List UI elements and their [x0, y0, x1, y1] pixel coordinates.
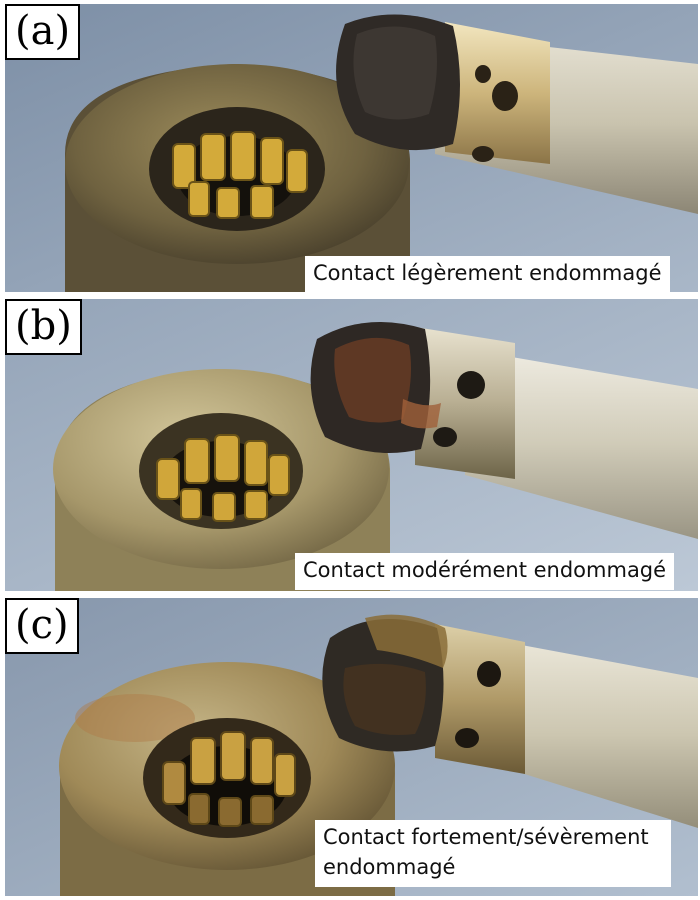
- panel-label-c: (c): [5, 598, 79, 654]
- connector-photo-a: [5, 4, 698, 292]
- panel-label-a: (a): [5, 4, 81, 60]
- panel-caption-b: Contact modérément endommagé: [295, 553, 675, 590]
- panel-caption-c: Contact fortement/sévèrement endommagé: [315, 820, 671, 887]
- photo-panel-a: (a) Contact légèrement endommagé: [5, 4, 698, 292]
- panel-label-b: (b): [5, 299, 82, 355]
- photo-panel-b: (b) Contact modérément endommagé: [5, 299, 698, 591]
- photo-panel-c: (c) Contact fortement/sévèrement endomma…: [5, 598, 698, 896]
- connector-photo-b: [5, 299, 698, 591]
- panel-caption-a: Contact légèrement endommagé: [305, 256, 670, 292]
